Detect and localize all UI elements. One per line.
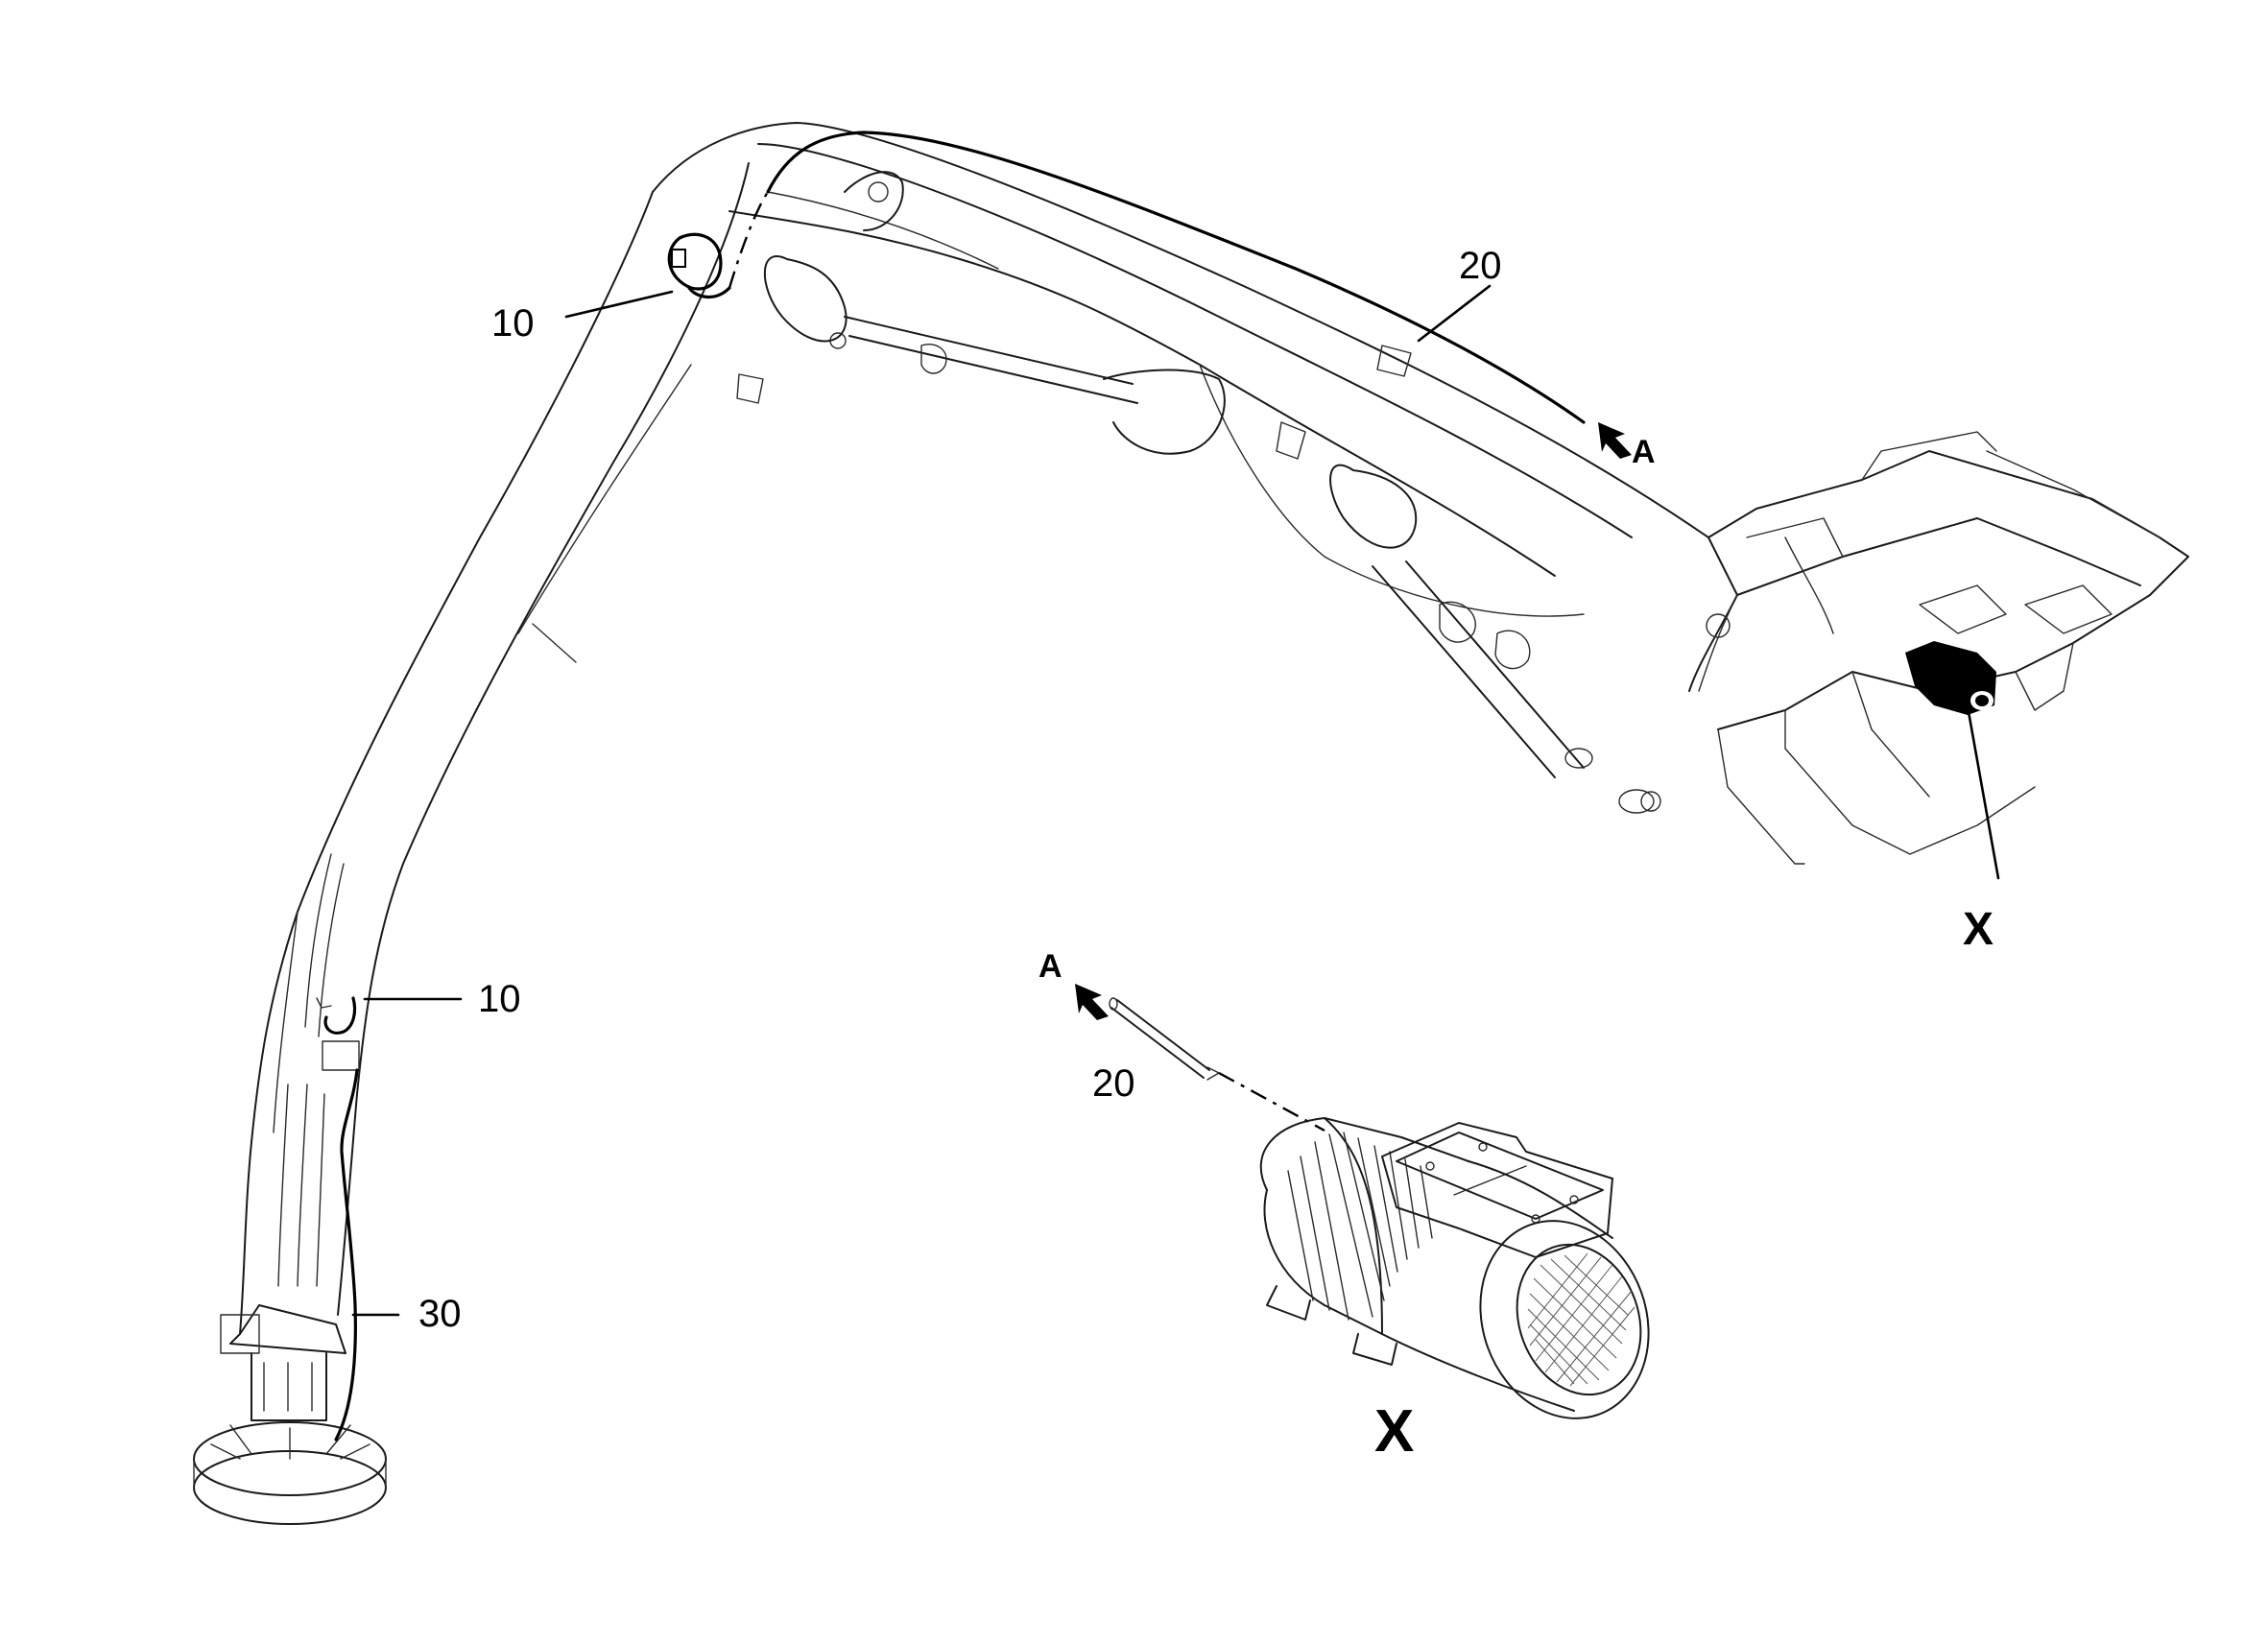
motor-fan-grille (1527, 1252, 1635, 1387)
base-frame (1640, 431, 2189, 865)
cables (316, 131, 1586, 1441)
callout-a-lower: A (1039, 948, 1062, 985)
callout-20-upper: 20 (1459, 245, 1502, 287)
labels: 10 20 A X 10 30 A 20 X (418, 245, 1993, 1465)
arrow-icon (1598, 422, 1632, 459)
cable-item-30 (334, 1068, 359, 1441)
electric-motor-icon (1075, 984, 1650, 1419)
callout-30: 30 (418, 1293, 462, 1335)
callout-20-lower: 20 (1092, 1062, 1135, 1105)
cable-item-10-upper (667, 232, 723, 291)
cable-item-10-lower (323, 996, 357, 1035)
swivel-base (193, 1304, 387, 1525)
callout-10-upper: 10 (491, 302, 535, 345)
cable-item-20 (766, 131, 1586, 424)
callout-x-marker: X (1963, 904, 1993, 955)
callout-10-lower: 10 (478, 978, 521, 1020)
detail-x-title: X (1374, 1398, 1414, 1465)
boom-structure (239, 122, 1738, 1335)
callout-a-upper: A (1632, 434, 1656, 470)
leader-lines (351, 284, 2000, 1317)
